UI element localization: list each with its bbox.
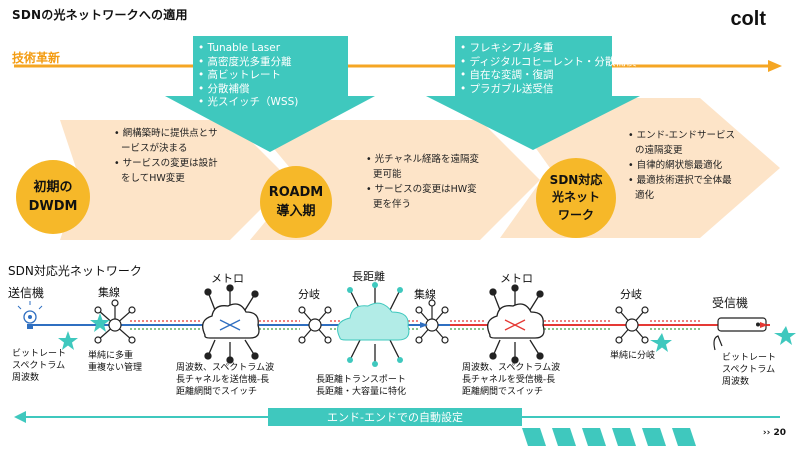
page-number: ›› 20 bbox=[762, 428, 786, 438]
tech-item: Tunable Laser bbox=[198, 42, 298, 56]
bullet-item: • 網構築時に提供点とサービスが決まる bbox=[114, 128, 218, 154]
tech-item: 高密度光多重分離 bbox=[198, 56, 298, 70]
timeline-arrow-head bbox=[768, 60, 782, 72]
longhaul-note: 長距離トランスポート長距離・大容量に特化 bbox=[316, 375, 407, 397]
bullet-item: • エンド-エンドサービスの遠隔変更 bbox=[628, 130, 736, 156]
node-label-longhaul: 長距離 bbox=[352, 270, 385, 283]
tech-item: ディジタルコヒーレント・分散補償 bbox=[460, 56, 637, 70]
branch-hub-icon-2 bbox=[615, 306, 649, 344]
page-title: SDNの光ネットワークへの適用 bbox=[12, 8, 188, 22]
tech-item: プラガブル送受信 bbox=[460, 83, 636, 97]
node-label-metro-2: メトロ bbox=[500, 272, 533, 285]
receiver-label: 受信機 bbox=[712, 296, 749, 310]
bullet-item: • 自律的網状態最適化 bbox=[628, 160, 723, 171]
tech-item: 自在な変調・復調 bbox=[460, 69, 636, 83]
timeline-label: 技術革新 bbox=[12, 51, 61, 65]
node-label-branch-1: 分岐 bbox=[298, 288, 320, 301]
bullet-item: • 光チャネル経路を遠隔変更可能 bbox=[366, 154, 480, 180]
aggregation-hub-icon-2 bbox=[415, 299, 449, 344]
branch-note: 単純に分岐 bbox=[610, 351, 656, 361]
receiver-icon bbox=[713, 317, 767, 351]
transmitter-label: 送信機 bbox=[8, 286, 45, 300]
receiver-note: ビットレートスペクトラム周波数 bbox=[722, 353, 777, 387]
tech-item: 分散補償 bbox=[198, 83, 298, 97]
stage-bullets-dwdm: • 網構築時に提供点とサービスが決まる • サービスの変更は設計をしてHW変更 bbox=[114, 126, 226, 186]
tech-list-2: フレキシブル多重 ディジタルコヒーレント・分散補償 自在な変調・復調 プラガブル… bbox=[460, 42, 637, 97]
node-label-aggregation-2: 集線 bbox=[414, 288, 436, 301]
stage-chevron-1 bbox=[60, 120, 290, 240]
bullet-item: • サービスの変更は設計をしてHW変更 bbox=[114, 158, 218, 184]
path-arrow-blue bbox=[420, 322, 428, 328]
metro-cloud-icon-2 bbox=[487, 284, 545, 364]
tech-item: 高ビットレート bbox=[198, 69, 298, 83]
transmitter-icon bbox=[17, 301, 43, 329]
star-markers bbox=[58, 313, 796, 352]
bullet-item: • 最適技術選択で全体最適化 bbox=[628, 175, 732, 201]
bullet-item: • サービスの変更はHW変更を伴う bbox=[366, 184, 477, 210]
path-arrow-red bbox=[760, 322, 768, 328]
aggregation-note: 単純に多重重複ない管理 bbox=[88, 351, 143, 373]
network-title: SDN対応光ネットワーク bbox=[8, 264, 142, 278]
node-label-aggregation-1: 集線 bbox=[98, 286, 120, 299]
bottom-stripes bbox=[522, 428, 696, 446]
tech-list-1: Tunable Laser 高密度光多重分離 高ビットレート 分散補償 光スイッ… bbox=[198, 42, 299, 110]
tech-item: フレキシブル多重 bbox=[460, 42, 636, 56]
metro-cloud-icon-1 bbox=[202, 284, 260, 364]
longhaul-cloud-icon bbox=[337, 282, 410, 367]
node-label-branch-2: 分岐 bbox=[620, 288, 642, 301]
metro-note-2: 周波数、スペクトラム波長チャネルを受信機-長距離網間でスイッチ bbox=[462, 363, 561, 397]
stage-bullets-roadm: • 光チャネル経路を遠隔変更可能 • サービスの変更はHW変更を伴う bbox=[366, 152, 480, 212]
node-label-metro-1: メトロ bbox=[211, 272, 244, 285]
stage-circle-sdn: SDN対応光ネットワーク bbox=[536, 158, 616, 238]
aggregation-hub-icon-1 bbox=[94, 299, 136, 344]
colt-logo: colt bbox=[730, 8, 766, 30]
stage-bullets-sdn: • エンド-エンドサービスの遠隔変更 • 自律的網状態最適化 • 最適技術選択で… bbox=[628, 128, 740, 203]
tech-item: 光スイッチ（WSS) bbox=[198, 96, 299, 110]
end-to-end-banner: エンド-エンドでの自動設定 bbox=[268, 408, 522, 426]
metro-note-1: 周波数、スペクトラム波長チャネルを送信機-長距離網間でスイッチ bbox=[176, 363, 275, 397]
bottom-arrow-left-head bbox=[14, 411, 26, 423]
branch-hub-icon-1 bbox=[298, 306, 332, 344]
transmitter-note: ビットレートスペクトラム周波数 bbox=[12, 349, 67, 383]
